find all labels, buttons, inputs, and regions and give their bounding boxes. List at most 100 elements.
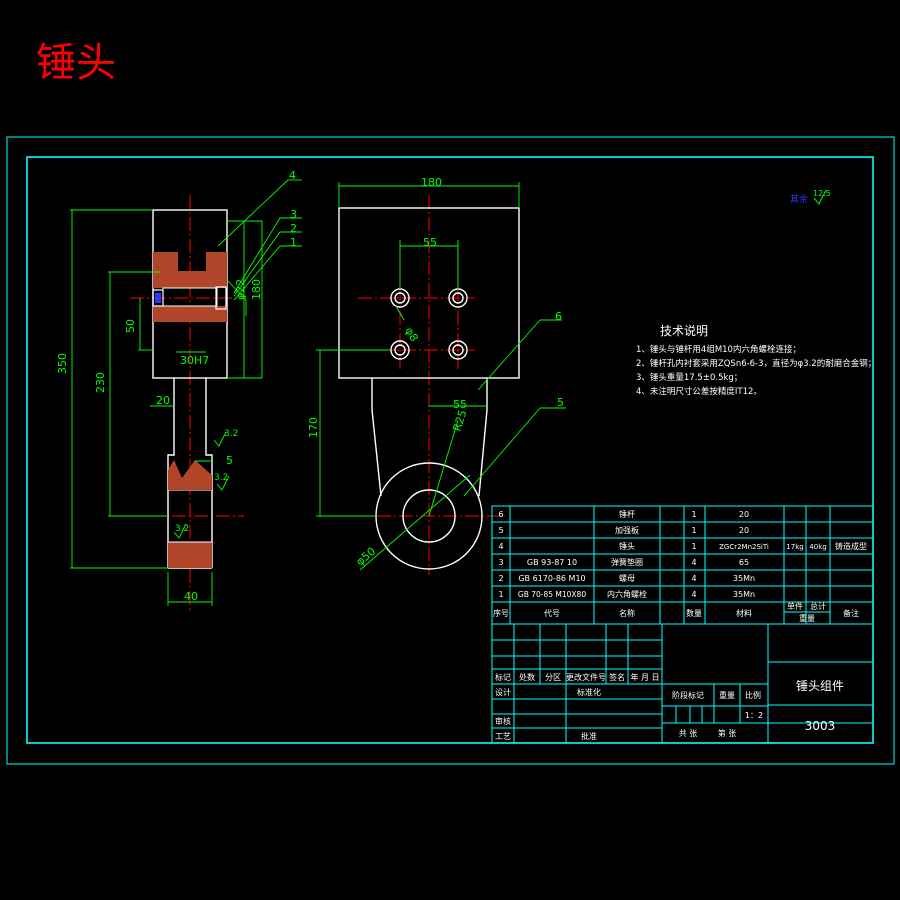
tb-process: 工艺: [495, 732, 511, 741]
bolt-head: [152, 289, 164, 307]
title-block-grid: [491, 623, 874, 744]
tb-change-doc: 更改文件号: [566, 672, 606, 682]
corner-mark-label: 其余: [790, 193, 808, 205]
tb-drawing-number: 3003: [805, 719, 836, 733]
title-block: 标记 处数 分区 更改文件号 签名 年 月 日 设计 标准化 阶段标记 重量 比…: [491, 623, 874, 744]
dim-180-top: 180: [421, 176, 442, 189]
roughness-symbols: [173, 431, 230, 539]
side-hatch-upper: [153, 252, 227, 322]
tb-check: 审核: [495, 716, 511, 726]
tech-notes-heading: 技术说明: [660, 323, 708, 338]
parts-list: 6 锤杆 1 20 5 加强板 1 20 4 锤头 1 ZGCr2Mn2SiTi…: [491, 505, 874, 625]
callout-6: 6: [555, 310, 562, 323]
part-row-qty: 1: [691, 542, 696, 551]
side-neck-left: [167, 378, 175, 568]
part-row-unit: 17kg: [786, 543, 803, 551]
part-row-code: GB 93-87 10: [527, 558, 577, 567]
dim-55-offset: 55: [453, 398, 467, 411]
tb-design: 设计: [495, 687, 511, 697]
parts-header-note: 备注: [843, 608, 859, 618]
parts-header-code: 代号: [544, 608, 560, 618]
part-row-no: 2: [498, 574, 503, 583]
tb-sheets: 共 张: [679, 729, 698, 738]
tech-note-line-4: 4、未注明尺寸公差按精度IT12。: [636, 386, 762, 397]
parts-header-no: 序号: [493, 608, 509, 618]
tb-zone: 分区: [545, 673, 561, 682]
part-row-material: 20: [739, 526, 749, 535]
part-row-qty: 4: [691, 590, 696, 599]
tech-note-line-3: 3、锤头重量17.5±0.5kg；: [636, 372, 742, 383]
inner-frame: [26, 156, 874, 744]
part-row-no: 3: [498, 558, 503, 567]
dim-20: 20: [156, 394, 170, 407]
parts-list-grid: [491, 505, 874, 625]
front-arm-right: [478, 378, 488, 497]
part-row-no: 6: [498, 510, 503, 519]
tech-note-line-1: 1、锤头与锤杆用4组M10内六角螺栓连接；: [636, 344, 801, 355]
side-dimension-lines: [70, 179, 302, 606]
part-row-code: GB 70-85 M10X80: [518, 590, 586, 599]
side-view: 350 230 50 30H7 20 5 φ22 180 40 3.2 3.2 …: [56, 169, 302, 610]
tech-notes: 技术说明 1、锤头与锤杆用4组M10内六角螺栓连接； 2、锤杆孔内衬套采用ZQS…: [636, 323, 876, 397]
bolt-socket: [155, 293, 161, 303]
tb-scale-value: 1：2: [745, 711, 763, 720]
dim-230: 230: [94, 372, 107, 393]
side-hatch-boss: [168, 542, 212, 568]
part-row-material: ZGCr2Mn2SiTi: [719, 543, 769, 551]
callout-5: 5: [557, 396, 564, 409]
part-row-material: 35Mn: [733, 574, 755, 583]
side-hatch-neck: [168, 460, 212, 490]
dim-350: 350: [56, 353, 69, 374]
part-row-material: 35Mn: [733, 590, 755, 599]
tb-weight: 重量: [719, 690, 735, 700]
part-row-note: 铸造成型: [835, 541, 867, 551]
part-row-name: 弹簧垫圈: [611, 557, 643, 567]
tb-drawing-name: 锤头组件: [796, 678, 844, 693]
callout-2: 2: [290, 222, 297, 235]
part-row-qty: 1: [691, 526, 696, 535]
part-row-name: 内六角螺栓: [607, 589, 647, 599]
tb-stage-mark: 阶段标记: [672, 690, 704, 700]
part-row-qty: 4: [691, 574, 696, 583]
dim-55-holes: 55: [423, 236, 437, 249]
page-title: 锤头: [36, 40, 116, 86]
dim-40: 40: [184, 590, 198, 603]
tb-standardize: 标准化: [577, 687, 601, 697]
part-row-name: 锤杆: [619, 509, 635, 519]
side-neck-right: [205, 378, 213, 568]
tb-approve: 批准: [581, 731, 597, 741]
parts-list-cells: 6 锤杆 1 20 5 加强板 1 20 4 锤头 1 ZGCr2Mn2SiTi…: [493, 509, 867, 623]
parts-header-qty: 数量: [686, 608, 702, 618]
front-boss-inner: [402, 489, 456, 543]
corner-roughness-icon: [813, 189, 827, 205]
dim-r25: R25: [450, 408, 469, 433]
tech-note-line-2: 2、锤杆孔内衬套采用ZQSn6-6-3，直径为φ3.2的耐磨合金钢；: [636, 358, 876, 369]
part-row-no: 4: [498, 542, 503, 551]
tb-sign: 签名: [609, 672, 625, 682]
part-row-no: 5: [498, 526, 503, 535]
part-row-qty: 4: [691, 558, 696, 567]
dim-phi22: φ22: [234, 279, 247, 300]
part-row-material: 65: [739, 558, 749, 567]
nut: [215, 286, 227, 310]
part-row-qty: 1: [691, 510, 696, 519]
parts-header-material: 材料: [736, 608, 752, 618]
parts-header-weight: 重量: [799, 613, 815, 623]
part-row-no: 1: [498, 590, 503, 599]
callout-3: 3: [290, 208, 297, 221]
front-arm-left: [371, 378, 382, 497]
part-row-name: 螺母: [619, 573, 635, 583]
part-row-code: GB 6170-86 M10: [518, 574, 585, 583]
roughness-a: 3.2: [224, 429, 238, 439]
callout-4: 4: [289, 169, 296, 182]
side-dimension-texts: 350 230 50 30H7 20 5 φ22 180 40 3.2 3.2 …: [56, 169, 297, 603]
tb-mark: 标记: [495, 672, 511, 682]
outer-frame: [6, 136, 895, 765]
front-head-plate: [338, 207, 520, 379]
part-row-name: 加强板: [615, 525, 639, 535]
roughness-b: 3.2: [214, 473, 228, 483]
dim-170: 170: [307, 417, 320, 438]
tb-sheet-no: 第 张: [718, 728, 737, 738]
